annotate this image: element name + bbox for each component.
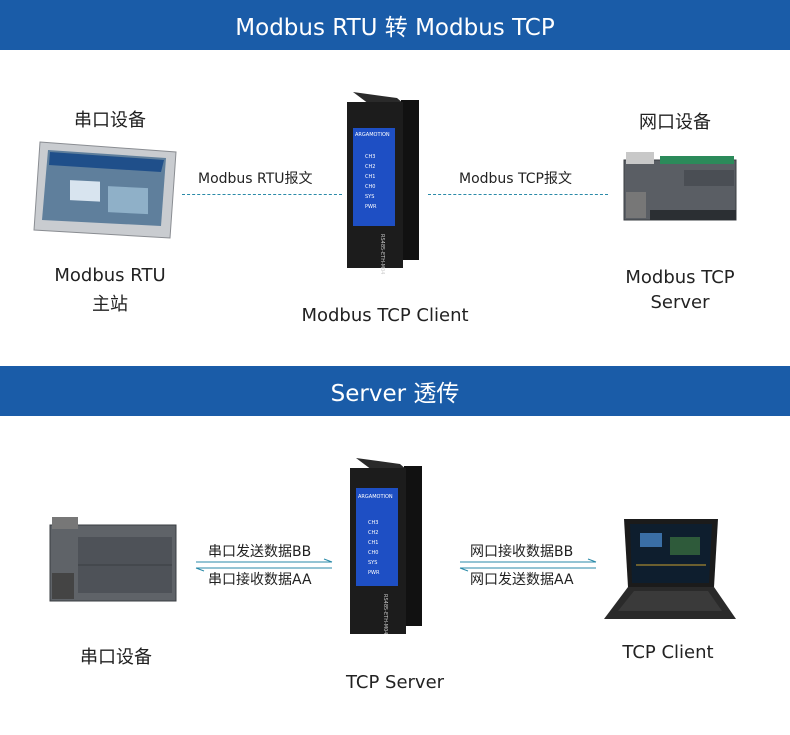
module1-led-ch1: CH1 [365,174,375,180]
section2-right-device-label: TCP Client [622,642,714,663]
section2-right-double-arrow [459,558,597,572]
plc-device-image-1 [623,152,737,221]
module1-led-ch0: CH0 [365,184,375,190]
section1-right-dashed-line [428,194,608,195]
module2-brand: ARGAMOTION [358,494,393,500]
section1-left-message: Modbus RTU报文 [198,171,313,187]
section1-center-label: Modbus TCP Client [301,305,469,326]
section1-left-role-line2: 主站 [92,294,128,315]
module1-led-ch2: CH2 [365,164,375,170]
section2-title-band: Server 透传 [0,366,790,416]
module1-led-pwr: PWR [365,204,377,210]
module2-led-ch0: CH0 [368,550,378,556]
section1-left-dashed-line [182,194,342,195]
module1-led-ch3: CH3 [365,154,375,160]
hmi-panel-image [33,141,177,239]
section1-left-device-label: 串口设备 [74,110,146,131]
module2-led-ch3: CH3 [368,520,378,526]
module1-model: RS485-ETH-M04 [379,234,385,274]
section1-right-role-line2: Server [650,292,710,313]
module2-led-ch2: CH2 [368,530,378,536]
gateway-module-1-image: ARGAMOTION CH3 CH2 CH1 CH0 SYS PWR RS485… [347,92,419,274]
section2-left-double-arrow [195,558,333,572]
gateway-module-2-image: ARGAMOTION CH3 CH2 CH1 CH0 SYS PWR RS485… [350,458,422,634]
section2-right-send: 网口发送数据AA [470,572,574,588]
section1-right-device-label: 网口设备 [639,112,711,133]
module1-led-sys: SYS [365,194,374,200]
laptop-image [604,519,736,619]
module1-brand: ARGAMOTION [355,132,390,138]
section2-center-label: TCP Server [345,672,445,693]
section1-right-role-line1: Modbus TCP [625,267,735,288]
module2-led-ch1: CH1 [368,540,378,546]
plc-device-image-2 [49,517,177,602]
module2-led-sys: SYS [368,560,377,566]
section1-title-band: Modbus RTU 转 Modbus TCP [0,0,790,50]
module2-led-pwr: PWR [368,570,380,576]
section2-left-device-label: 串口设备 [80,647,152,668]
section1-title: Modbus RTU 转 Modbus TCP [235,15,555,41]
module2-model: RS485-ETH-M04 [382,594,388,634]
section2-title: Server 透传 [330,381,460,407]
section2-left-recv: 串口接收数据AA [208,572,312,588]
section2-right-recv: 网口接收数据BB [470,544,574,560]
section1-left-role-line1: Modbus RTU [54,265,166,286]
section2-left-send: 串口发送数据BB [208,544,312,560]
section1-right-message: Modbus TCP报文 [459,171,572,187]
